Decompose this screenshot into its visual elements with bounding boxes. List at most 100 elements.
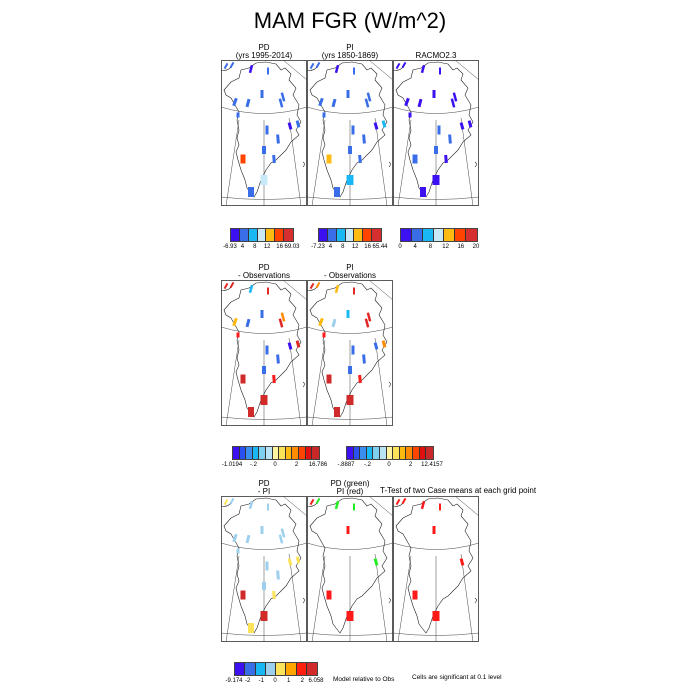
- grid-cell: [412, 154, 418, 164]
- colorbar-swatch: [366, 447, 374, 459]
- grid-cell: [432, 175, 440, 185]
- colorbar-swatch: [353, 447, 361, 459]
- colorbar-swatch: [305, 447, 313, 459]
- grid-cell: [420, 500, 426, 510]
- grid-cell: [420, 187, 426, 197]
- grid-cell: [432, 526, 436, 534]
- grid-cell: [452, 92, 458, 102]
- grid-cell: [236, 332, 240, 338]
- panel-title: PI(yrs 1850-1869): [305, 44, 395, 60]
- colorbar-swatch: [296, 663, 307, 675]
- panel-title1: PI: [346, 263, 354, 272]
- colorbar-swatch: [248, 229, 258, 241]
- colorbar-tick-label: -2: [244, 678, 251, 684]
- grid-cell: [348, 366, 352, 374]
- grid-cell: [260, 611, 268, 621]
- grid-cell: [395, 62, 401, 70]
- ttest-title: T-Test of two Case means at each grid po…: [380, 486, 537, 495]
- grid-cell: [232, 97, 238, 107]
- colorbar-tick-label: 2: [294, 462, 299, 468]
- colorbar-swatch: [257, 229, 267, 241]
- graticule: [307, 496, 393, 642]
- colorbar: [346, 446, 434, 460]
- panel-title2: - Observations: [237, 271, 291, 280]
- greenland-map-panel: [393, 60, 479, 206]
- greenland-map-panel: [307, 280, 393, 426]
- grid-cell: [404, 97, 410, 107]
- colorbar-swatch: [466, 229, 477, 241]
- grid-cell: [260, 310, 264, 318]
- panel-title2: RACMO2.3: [415, 51, 457, 60]
- grid-cell: [318, 97, 324, 107]
- colorbar-swatch: [406, 447, 414, 459]
- greenland-map-panel: [221, 60, 307, 206]
- grid-cell: [278, 318, 284, 328]
- grid-cell: [444, 154, 448, 164]
- grid-cell: [260, 90, 264, 98]
- panel-title: PI- Observations: [305, 264, 395, 280]
- colorbar-swatch: [347, 447, 354, 459]
- colorbar-swatch: [401, 229, 412, 241]
- panel-title2: (yrs 1995-2014): [235, 51, 293, 60]
- colorbar-swatch: [265, 663, 276, 675]
- graticule: [393, 496, 479, 642]
- panel-title1: PD: [258, 43, 270, 52]
- grid-cell: [265, 345, 269, 355]
- grid-cell: [362, 354, 366, 364]
- panel-title2: - Observations: [323, 271, 377, 280]
- colorbar-swatch: [373, 447, 381, 459]
- colorbar-tick-label: 20: [472, 244, 480, 250]
- grid-cell: [346, 175, 354, 185]
- grid-cell: [232, 533, 238, 543]
- grid-cell: [346, 526, 350, 534]
- grid-cell: [346, 611, 354, 621]
- greenland-map-panel: [221, 280, 307, 426]
- grid-cell: [381, 340, 387, 348]
- grid-cell: [287, 342, 293, 350]
- colorbar-swatch: [286, 663, 297, 675]
- grid-cell: [223, 282, 229, 290]
- grid-cell: [373, 342, 379, 350]
- grid-cell: [236, 112, 240, 118]
- colorbar-swatch: [312, 447, 319, 459]
- colorbar-swatch: [272, 447, 280, 459]
- colorbar-swatch: [372, 229, 381, 241]
- panel-title2: (yrs 1850-1869): [321, 51, 379, 60]
- grid-cell: [432, 611, 440, 621]
- grid-cell: [331, 318, 337, 328]
- graticule: [221, 496, 307, 642]
- colorbar-tick-label: 2: [408, 462, 413, 468]
- colorbar-tick-label: 4: [240, 244, 245, 250]
- panel-title1: PI: [346, 43, 354, 52]
- grid-cell: [280, 528, 286, 538]
- colorbar-tick-label: -9.174: [225, 678, 243, 684]
- grid-cell: [272, 374, 276, 384]
- grid-cell: [439, 67, 441, 75]
- grid-cell: [267, 67, 269, 75]
- panel-title: RACMO2.3: [391, 44, 481, 60]
- grid-cell: [229, 497, 235, 505]
- grid-cell: [315, 497, 321, 505]
- grid-cell: [248, 187, 254, 197]
- grid-cell: [248, 500, 254, 510]
- grid-cell: [353, 287, 355, 295]
- grid-cell: [417, 98, 423, 108]
- grid-cell: [326, 590, 332, 600]
- colorbar-tick-label: 69.03: [284, 244, 300, 250]
- grid-cell: [240, 374, 246, 384]
- colorbar-tick-label: 12: [442, 244, 449, 250]
- grid-cell: [408, 112, 412, 118]
- colorbar-swatch: [231, 229, 240, 241]
- grid-cell: [295, 556, 301, 564]
- grid-cell: [373, 122, 379, 130]
- graticule: [221, 280, 307, 426]
- colorbar: [318, 228, 382, 242]
- colorbar-swatch: [444, 229, 456, 241]
- grid-cell: [364, 318, 370, 328]
- colorbar-tick-label: 8: [428, 244, 433, 250]
- grid-cell: [262, 146, 266, 154]
- grid-cell: [334, 284, 340, 294]
- colorbar-tick-label: -7.23: [311, 244, 325, 250]
- colorbar-swatch: [306, 663, 317, 675]
- grid-cell: [420, 64, 426, 74]
